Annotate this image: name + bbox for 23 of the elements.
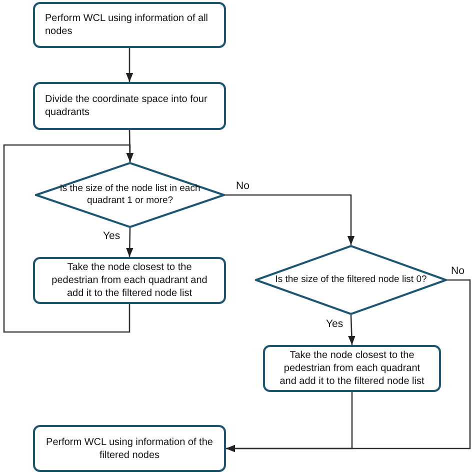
process-box — [33, 2, 226, 48]
arrow — [126, 48, 134, 82]
arrow — [225, 194, 355, 245]
node-text: Take the node closest to the pedestrian from each quadrant and add it to the filtered node list — [50, 261, 208, 300]
decision-diamond — [35, 162, 225, 228]
process-box — [33, 82, 226, 130]
node-text: Take the node closest to the pedestrian from each quadrant and add it to the filtered node list — [278, 349, 426, 388]
arrow — [126, 228, 134, 258]
process-box — [33, 257, 226, 304]
arrow — [226, 392, 353, 452]
edge-label: No — [450, 265, 466, 277]
process-box — [263, 345, 441, 392]
node-text: Divide the coordinate space into four quadrants — [45, 93, 208, 119]
node-text: Perform WCL using information of all nodes — [45, 12, 210, 38]
node-text: Perform WCL using information of the filtered nodes — [45, 436, 214, 462]
arrow — [348, 314, 356, 346]
edge-label: Yes — [325, 318, 344, 330]
edge-label: Yes — [102, 230, 122, 242]
decision-diamond — [255, 245, 447, 315]
arrow — [3, 144, 134, 333]
process-box — [33, 425, 226, 472]
node-text: Is the size of the filtered node list 0? — [274, 274, 428, 286]
edge-label: No — [235, 180, 250, 192]
